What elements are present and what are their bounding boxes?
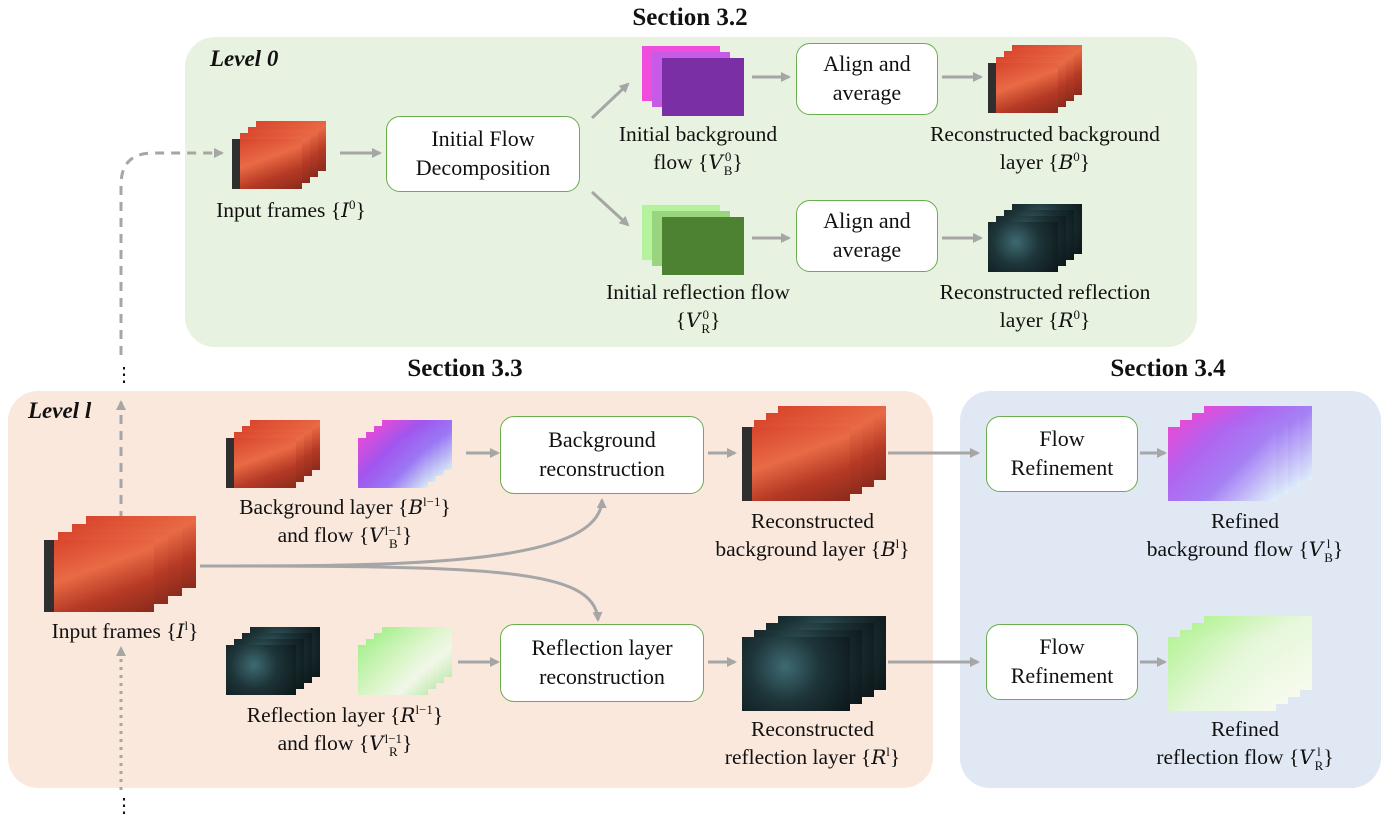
level-l-label: Level l — [28, 398, 92, 423]
section-title-3-4: Section 3.4 — [1110, 355, 1226, 382]
section-title-3-2: Section 3.2 — [632, 4, 748, 31]
align-average-background-box: Align and average — [796, 43, 938, 115]
input-frames-l-thumbnail — [44, 516, 204, 612]
flow-refinement-background-box: Flow Refinement — [986, 416, 1138, 492]
level-0-label: Level 0 — [210, 46, 279, 71]
caption-input-frames-l: Input frames {Il} — [51, 618, 199, 644]
arrow-initflow-to-reflflow — [590, 190, 630, 227]
ellipsis-upper: ⋮ — [114, 364, 134, 386]
caption-reconstructed-background-l: Reconstructed background layer {Bl} — [715, 509, 910, 562]
refined-background-flow-thumbnail — [1168, 406, 1318, 501]
caption-input-frames-0: Input frames {I0} — [216, 197, 366, 223]
caption-reconstructed-reflection-l: Reconstructed reflection layer {Rl} — [724, 717, 901, 770]
reflection-layer-reconstruction-box: Reflection layer reconstruction — [500, 624, 704, 702]
initial-background-flow-thumbnail — [642, 46, 744, 116]
arrow-inputL-to-reflrecon — [199, 564, 603, 622]
background-flow-prev-thumbnail — [358, 420, 468, 490]
reconstructed-reflection-0-thumbnail — [988, 204, 1098, 274]
flow-refinement-reflection-box: Flow Refinement — [986, 624, 1138, 700]
input-frames-0-thumbnail — [232, 121, 342, 191]
arrow-initflow-to-bgflow — [590, 82, 630, 120]
caption-reconstructed-reflection-0: Reconstructed reflection layer {R0} — [939, 280, 1151, 333]
initial-reflection-flow-thumbnail — [642, 205, 744, 275]
ellipsis-lower: ⋮ — [114, 795, 134, 817]
background-reconstruction-box: Background reconstruction — [500, 416, 704, 494]
background-layer-prev-thumbnail — [226, 420, 336, 490]
reconstructed-background-0-thumbnail — [988, 45, 1098, 115]
caption-reconstructed-background-0: Reconstructed background layer {B0} — [930, 122, 1160, 175]
refined-reflection-flow-thumbnail — [1168, 616, 1318, 711]
section-title-3-3: Section 3.3 — [407, 355, 523, 382]
reflection-flow-prev-thumbnail — [358, 627, 468, 697]
initial-flow-decomposition-box: Initial Flow Decomposition — [386, 116, 580, 192]
reconstructed-background-l-thumbnail — [742, 406, 892, 501]
dashed-path-up-to-level0 — [119, 148, 224, 355]
reconstructed-reflection-l-thumbnail — [742, 616, 892, 711]
reflection-layer-prev-thumbnail — [226, 627, 336, 697]
align-average-reflection-box: Align and average — [796, 200, 938, 272]
